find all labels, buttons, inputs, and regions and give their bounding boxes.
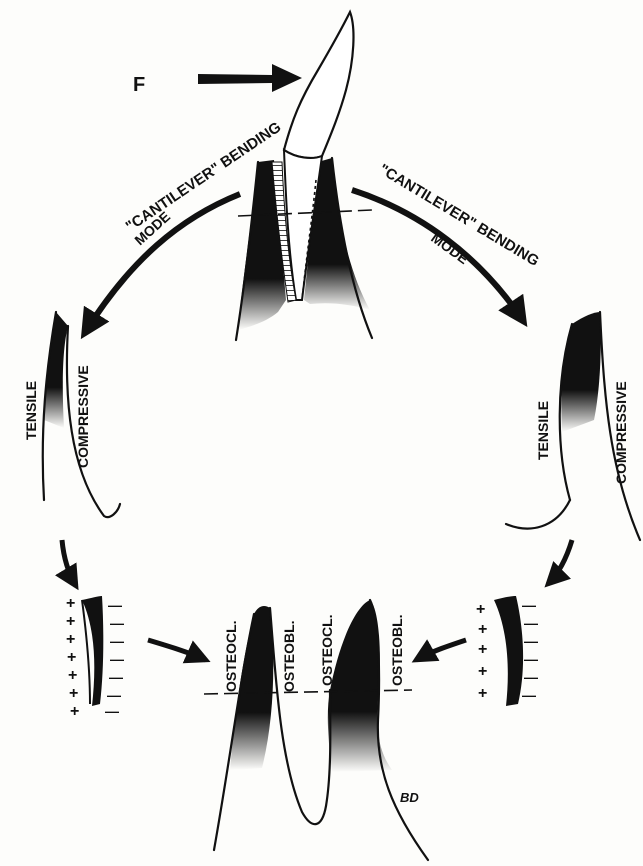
force-arrow xyxy=(198,64,302,92)
svg-text:—: — xyxy=(524,633,538,649)
mode-label-right: MODE xyxy=(428,229,471,267)
tooth-and-socket xyxy=(236,12,372,340)
svg-text:+: + xyxy=(68,667,77,684)
svg-text:+: + xyxy=(66,613,75,630)
svg-text:+: + xyxy=(476,601,485,618)
left-minus-signs: — — — — — — — xyxy=(105,597,124,719)
right-minus-signs: — — — — — — xyxy=(522,597,538,703)
left-down-arrow xyxy=(62,540,76,586)
osteocl-label-left: OSTEOCL. xyxy=(223,620,239,692)
svg-text:+: + xyxy=(66,595,75,612)
svg-text:+: + xyxy=(69,685,78,702)
svg-text:—: — xyxy=(524,651,538,667)
svg-text:+: + xyxy=(478,621,487,638)
right-plus-signs: + + + + + xyxy=(476,601,487,702)
svg-text:—: — xyxy=(107,687,121,703)
right-to-center-arrow xyxy=(416,640,466,660)
osteocl-label-right: OSTEOCL. xyxy=(319,614,335,686)
osteobl-label-right: OSTEOBL. xyxy=(389,614,405,686)
svg-text:+: + xyxy=(478,641,487,658)
svg-text:—: — xyxy=(522,597,536,613)
right-down-arrow xyxy=(548,540,572,584)
svg-text:—: — xyxy=(108,597,122,613)
osteobl-label-left: OSTEOBL. xyxy=(281,620,297,692)
right-charged-segment xyxy=(494,596,523,706)
svg-text:+: + xyxy=(66,631,75,648)
svg-text:—: — xyxy=(524,669,538,685)
left-to-center-arrow xyxy=(148,640,206,660)
svg-text:—: — xyxy=(524,615,538,631)
svg-text:+: + xyxy=(478,663,487,680)
compressive-label-right: COMPRESSIVE xyxy=(613,381,629,484)
left-plus-signs: + + + + + + + xyxy=(66,595,79,720)
force-label: F xyxy=(133,74,145,96)
tensile-label-right: TENSILE xyxy=(535,401,551,460)
svg-text:—: — xyxy=(110,633,124,649)
svg-text:—: — xyxy=(110,651,124,667)
svg-text:—: — xyxy=(522,687,536,703)
svg-text:—: — xyxy=(110,615,124,631)
svg-text:+: + xyxy=(478,685,487,702)
svg-text:—: — xyxy=(109,669,123,685)
artist-signature: BD xyxy=(400,790,419,805)
tooth-crown xyxy=(284,12,353,158)
svg-text:+: + xyxy=(70,703,79,720)
left-charged-segment xyxy=(82,596,103,706)
tensile-label-left: TENSILE xyxy=(23,381,39,440)
compressive-label-left: COMPRESSIVE xyxy=(75,365,91,468)
svg-text:—: — xyxy=(105,703,119,719)
svg-text:+: + xyxy=(67,649,76,666)
